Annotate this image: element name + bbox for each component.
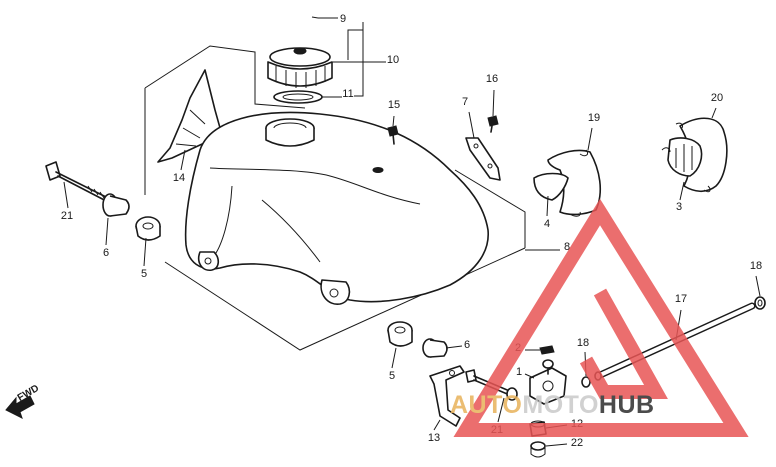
watermark-text: AUTOMOTOHUB — [450, 391, 655, 419]
rubber-cushion-left — [135, 216, 161, 241]
fwd-indicator: FWD — [5, 383, 41, 419]
screw-16 — [487, 115, 499, 133]
callout-7: 7 — [462, 96, 468, 108]
callout-5: 5 — [141, 268, 147, 280]
hose-clip-18-lower — [581, 376, 591, 388]
cap-gasket — [273, 90, 323, 104]
callout-16: 16 — [486, 73, 498, 85]
callout-6: 6 — [103, 247, 109, 259]
callout-20: 20 — [711, 92, 723, 104]
callout-14: 14 — [173, 172, 185, 184]
fuel-tube — [97, 12, 319, 101]
callout-4: 4 — [544, 218, 550, 230]
callout-22: 22 — [571, 437, 583, 449]
bracket-7 — [465, 137, 501, 181]
fwd-arrow-icon — [5, 395, 35, 419]
callout-1: 1 — [516, 366, 522, 378]
collar-left — [102, 193, 130, 217]
mount-bolt-left — [45, 161, 113, 205]
callout-3: 3 — [676, 201, 682, 213]
watermark-moto: MOTO — [522, 391, 599, 419]
heat-shield — [533, 149, 602, 217]
watermark-hub: HUB — [599, 391, 655, 419]
callout-21: 21 — [61, 210, 73, 222]
watermark-inner-mark-icon — [579, 288, 668, 399]
callout-11: 11 — [342, 88, 353, 100]
watermark: AUTOMOTOHUB — [450, 198, 749, 437]
callout-15: 15 — [388, 99, 400, 111]
rear-mount — [661, 137, 703, 177]
callout-18: 18 — [750, 260, 762, 272]
callout-18: 18 — [577, 337, 589, 349]
watermark-auto: AUTO — [450, 391, 522, 419]
callout-6: 6 — [464, 339, 470, 351]
fuel-tank — [184, 111, 489, 305]
hose-clip-18-upper — [754, 296, 766, 310]
rubber-cushion-lower — [387, 321, 413, 347]
collar-lower — [422, 338, 448, 358]
callout-9: 9 — [340, 13, 346, 25]
watermark-triangle-icon — [453, 198, 749, 437]
callout-13: 13 — [428, 432, 440, 444]
callout-5: 5 — [389, 370, 395, 382]
callout-19: 19 — [588, 112, 600, 124]
fuel-valve — [529, 359, 567, 405]
callout-10: 10 — [387, 54, 399, 66]
washer-22 — [530, 441, 546, 458]
callout-17: 17 — [675, 293, 687, 305]
fuel-cap — [267, 47, 333, 88]
screw-15 — [387, 125, 399, 145]
mount-bracket — [429, 365, 465, 427]
callout-8: 8 — [564, 241, 570, 253]
hose-clip — [539, 345, 555, 355]
